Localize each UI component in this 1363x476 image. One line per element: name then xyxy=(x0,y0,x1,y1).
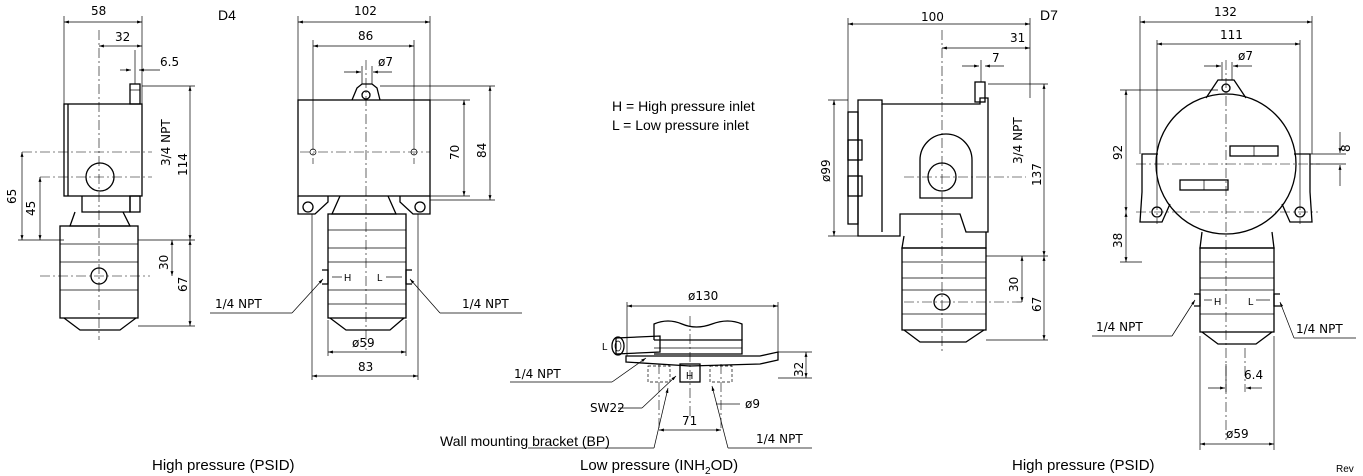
dim-30-d7: 30 xyxy=(1007,277,1021,292)
dim-70: 70 xyxy=(448,145,462,160)
dim-dia99: ø99 xyxy=(819,159,833,182)
dim-32: 32 xyxy=(115,30,130,44)
dim-hole-7-d7: ø7 xyxy=(1238,49,1253,63)
d7-front-view: H L xyxy=(1092,5,1356,475)
port-h-low: H xyxy=(686,371,693,382)
dim-3-4-npt-d7: 3/4 NPT xyxy=(1011,117,1025,164)
dim-6-5: 6.5 xyxy=(160,55,179,69)
dim-58: 58 xyxy=(91,4,106,18)
dim-8: 8 xyxy=(1339,144,1353,152)
label-npt-left-d4: 1/4 NPT xyxy=(215,297,262,311)
dim-92: 92 xyxy=(1111,145,1125,160)
dim-30-d4: 30 xyxy=(157,255,171,270)
d7-side-view: 100 31 7 ø99 3/4 NPT 137 30 67 High pres… xyxy=(819,10,1155,474)
dim-31: 31 xyxy=(1010,31,1025,45)
label-sw22: SW22 xyxy=(590,401,625,415)
dim-102: 102 xyxy=(354,4,377,18)
dim-dia59-d7: ø59 xyxy=(1226,427,1249,441)
dim-dia59-d4: ø59 xyxy=(352,336,375,350)
d4-front-view: H L 102 xyxy=(210,4,522,380)
dim-67-d7: 67 xyxy=(1030,297,1044,312)
dim-dia9: ø9 xyxy=(745,397,760,411)
dim-83: 83 xyxy=(358,360,373,374)
dim-84: 84 xyxy=(475,143,489,158)
dim-71: 71 xyxy=(682,414,697,428)
dim-7: 7 xyxy=(992,51,1000,65)
dim-3-4-npt-d4: 3/4 NPT xyxy=(159,119,173,166)
dim-114: 114 xyxy=(176,153,190,176)
label-npt-low-right: 1/4 NPT xyxy=(756,432,803,446)
label-d4: D4 xyxy=(218,7,236,23)
low-pressure-view: L H ø130 32 71 xyxy=(440,289,812,476)
port-l-d7: L xyxy=(1248,297,1254,308)
dim-86: 86 xyxy=(358,29,373,43)
port-h-d7: H xyxy=(1214,297,1221,308)
dim-111: 111 xyxy=(1220,28,1243,42)
label-d7: D7 xyxy=(1040,7,1058,23)
dim-65: 65 xyxy=(5,189,19,204)
caption-left: High pressure (PSID) xyxy=(152,457,295,474)
legend: H = High pressure inlet L = Low pressure… xyxy=(612,98,755,133)
label-npt-right-d4: 1/4 NPT xyxy=(462,297,509,311)
dim-hole-7-d4: ø7 xyxy=(378,55,393,69)
label-npt-right-d7: 1/4 NPT xyxy=(1296,322,1343,336)
dim-dia130: ø130 xyxy=(688,289,718,303)
caption-center: Low pressure (INH2OD) xyxy=(580,457,738,476)
label-npt-left-d7: 1/4 NPT xyxy=(1096,320,1143,334)
dim-32-low: 32 xyxy=(792,362,806,377)
caption-right: High pressure (PSID) xyxy=(1012,457,1155,474)
label-bracket: Wall mounting bracket (BP) xyxy=(440,433,610,449)
dim-100: 100 xyxy=(921,10,944,24)
port-h-front: H xyxy=(344,273,351,284)
dim-132: 132 xyxy=(1214,5,1237,19)
label-npt-low: 1/4 NPT xyxy=(514,367,561,381)
d4-side-view: 58 32 6.5 65 45 3/4 NPT 114 30 67 High p… xyxy=(5,4,295,474)
port-l-low: L xyxy=(602,342,608,353)
label-rev: Rev xyxy=(1336,464,1354,475)
legend-low: L = Low pressure inlet xyxy=(612,117,749,133)
dim-137: 137 xyxy=(1030,163,1044,186)
dim-38: 38 xyxy=(1111,233,1125,248)
dim-45: 45 xyxy=(24,201,38,216)
dim-6-4: 6.4 xyxy=(1244,368,1263,382)
legend-high: H = High pressure inlet xyxy=(612,98,755,114)
port-l-front: L xyxy=(377,273,383,284)
dim-67-d4: 67 xyxy=(176,277,190,292)
